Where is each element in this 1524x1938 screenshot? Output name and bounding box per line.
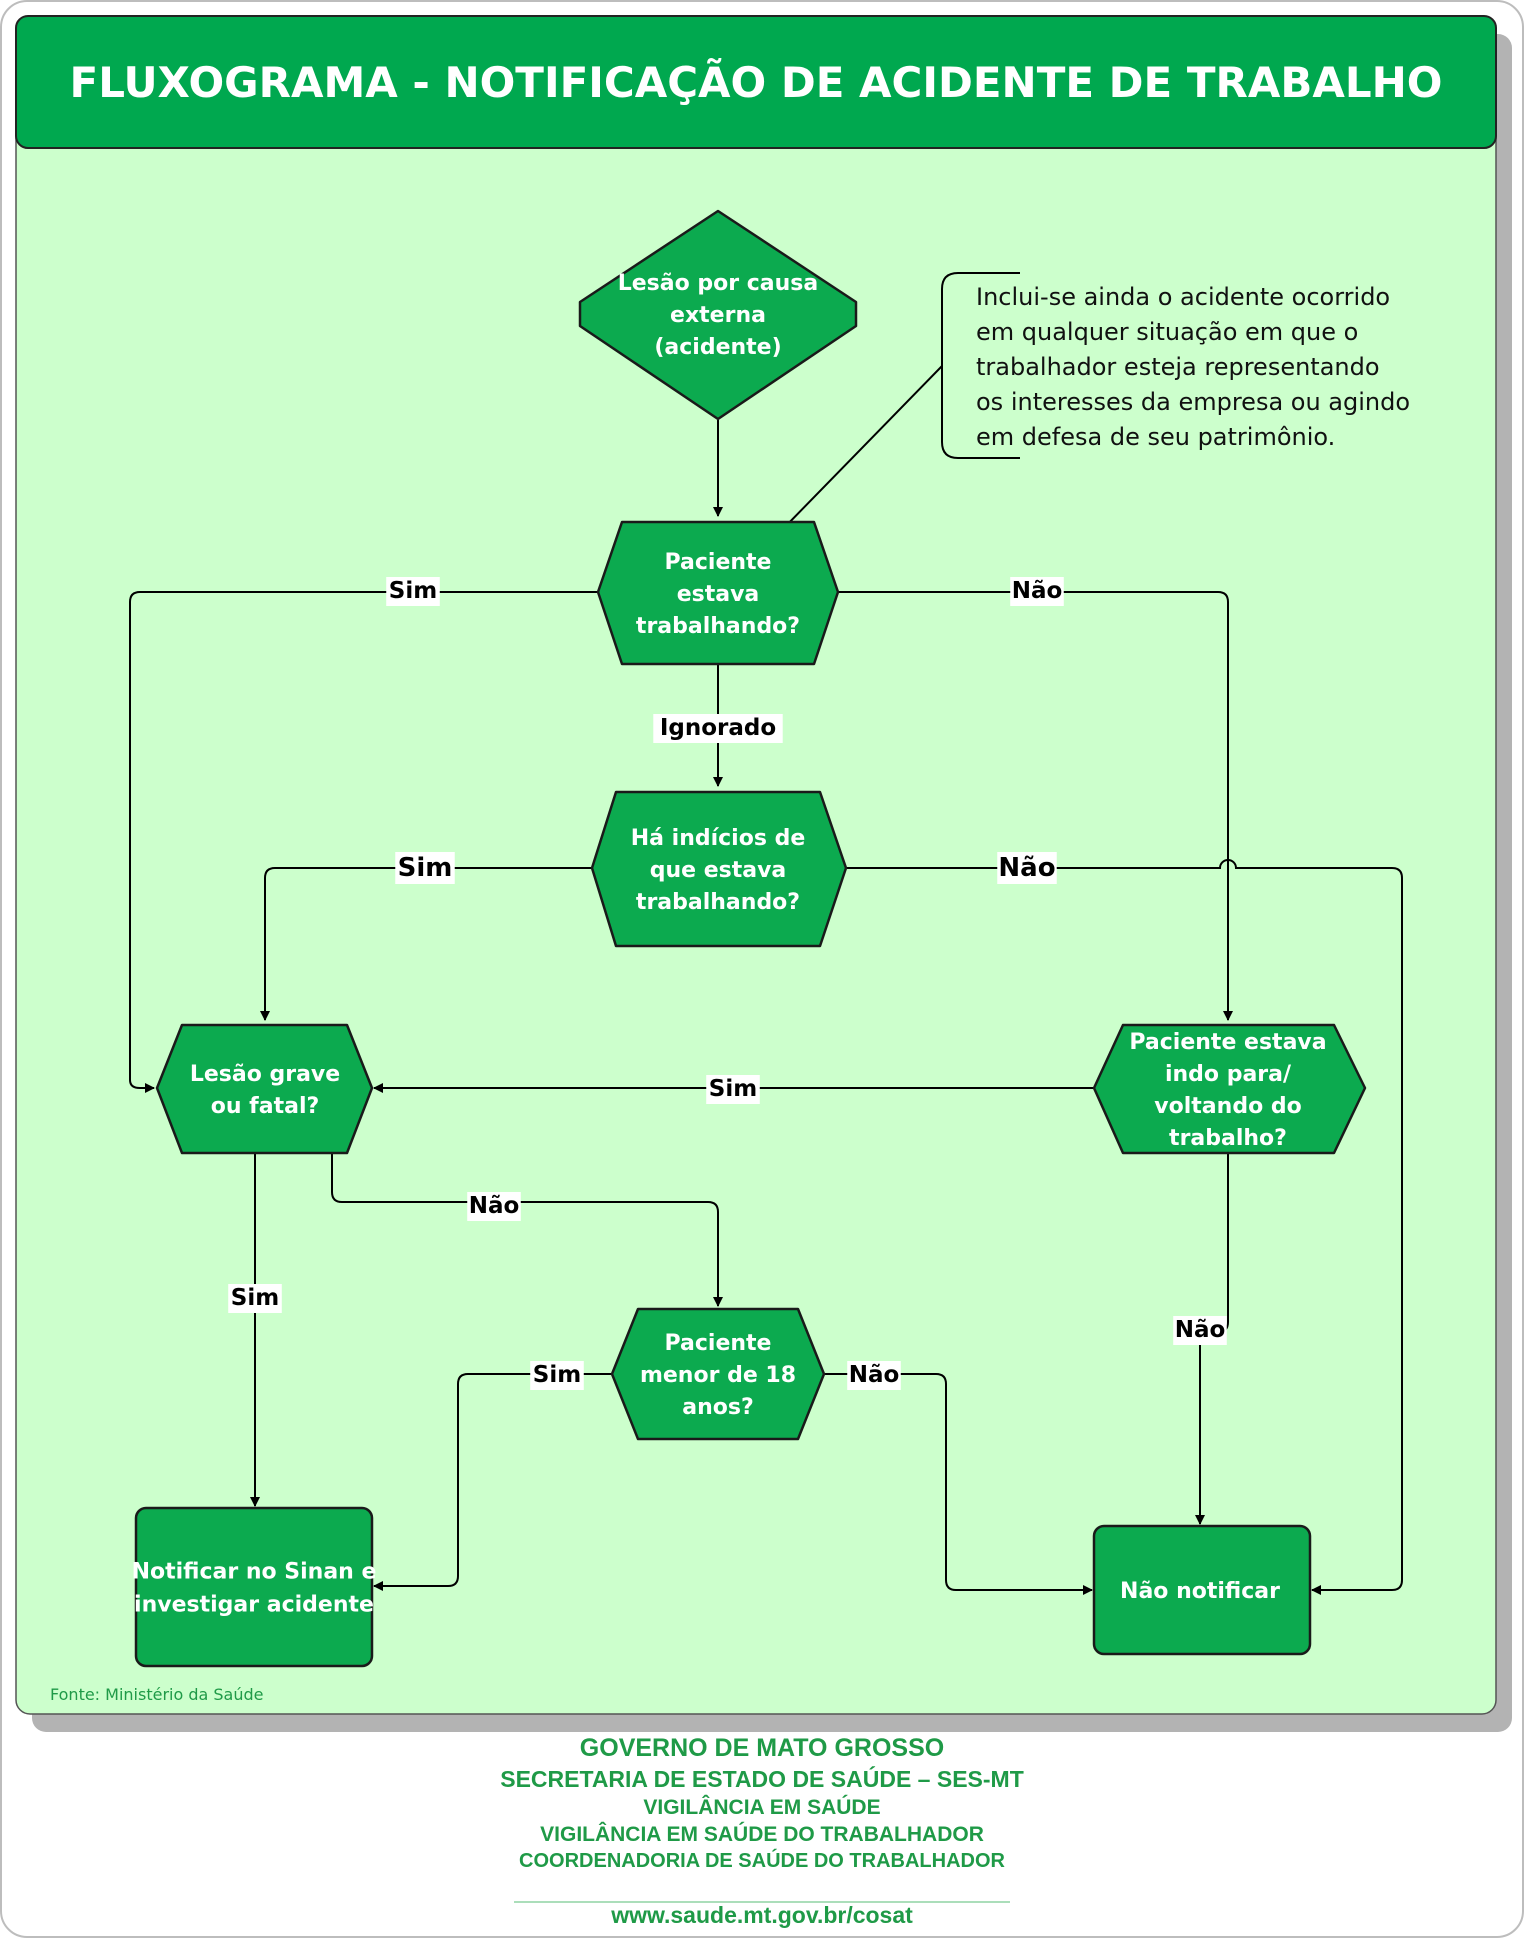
edge-n2-nao <box>838 591 1233 1021</box>
edge-label-bg <box>1173 1316 1227 1345</box>
node-label-lesao-externa-line: Lesão por causa <box>618 271 819 296</box>
node-action-nao-notificar <box>1092 1524 1312 1656</box>
note-line: trabalhador esteja representando <box>976 353 1380 381</box>
edge-n3-nao <box>846 859 1403 1595</box>
edge-label-bg <box>386 577 440 606</box>
edge-label-n3-sim: Sim <box>398 853 453 883</box>
node-label-nao-notificar: Não notificar <box>1120 1579 1280 1604</box>
edge-label-n4-nao: Não <box>469 1193 520 1219</box>
node-label-paciente-trabalhando-line: estava <box>677 582 760 607</box>
node-label-menor-18-line: Paciente <box>665 1331 772 1356</box>
node-label-lesao-externa-line: externa <box>670 303 766 328</box>
node-label-trajeto-line: voltando do <box>1154 1094 1301 1119</box>
edge-label-n3-nao: Não <box>998 853 1055 883</box>
node-label-trajeto-line: trabalho? <box>1169 1126 1287 1151</box>
note-line: Inclui-se ainda o acidente ocorrido <box>976 283 1390 311</box>
node-label-lesao-grave-line: ou fatal? <box>211 1094 320 1119</box>
node-label-lesao-grave-line: Lesão grave <box>190 1062 340 1087</box>
node-label-menor-18: Paciente menor de 18 anos? <box>640 1331 796 1420</box>
edge-label-bg <box>706 1075 760 1104</box>
node-label-indicios-line: trabalhando? <box>636 890 800 915</box>
node-decision-lesao-grave <box>155 1023 374 1155</box>
node-label-lesao-externa: Lesão por causa externa (acidente) <box>618 271 819 360</box>
note-line: os interesses da empresa ou agindo <box>976 388 1410 416</box>
edge-label-bg <box>1010 577 1064 606</box>
footer-line-2: SECRETARIA DE ESTADO DE SAÚDE – SES-MT <box>500 1766 1024 1792</box>
edge-label-n5-sim: Sim <box>709 1076 757 1102</box>
node-label-trajeto: Paciente estava indo para/voltando do trab… <box>1129 1030 1326 1151</box>
node-label-trajeto-line: Paciente estava <box>1129 1030 1326 1055</box>
edge-n6-nao <box>824 1373 1093 1595</box>
edge-label-bg <box>847 1361 901 1390</box>
edge-n2-sim <box>129 591 598 1093</box>
node-label-lesao-grave: Lesão grave ou fatal? <box>190 1062 340 1119</box>
edge-label-bg <box>530 1361 584 1390</box>
note-leader-line <box>779 365 943 533</box>
node-label-paciente-trabalhando-line: Paciente <box>665 550 772 575</box>
page-title: FLUXOGRAMA - NOTIFICAÇÃO DE ACIDENTE DE … <box>70 57 1443 107</box>
edge-label-n2-sim: Sim <box>389 578 437 604</box>
header-bar <box>15 15 1497 149</box>
edge-label-n2-ignorado: Ignorado <box>660 715 776 741</box>
node-decision-indicios-trabalhando <box>590 790 848 948</box>
source-note: Fonte: Ministério da Saúde <box>50 1685 264 1704</box>
node-label-menor-18-line: menor de 18 <box>640 1363 796 1388</box>
edge-label-n5-nao: Não <box>1175 1317 1226 1343</box>
footer-line-4: VIGILÂNCIA EM SAÚDE DO TRABALHADOR <box>540 1823 984 1846</box>
note-line: em defesa de seu patrimônio. <box>976 423 1335 451</box>
edge-label-bg <box>395 852 455 884</box>
node-action-notificar-sinan <box>134 1506 374 1668</box>
note-line: em qualquer situação em que o <box>976 318 1358 346</box>
edge-label-n4-sim: Sim <box>231 1285 279 1311</box>
node-label-indicios-line: Há indícios de <box>631 826 806 851</box>
footer-url-link[interactable]: www.saude.mt.gov.br/cosat <box>611 1902 913 1928</box>
footer-line-3: VIGILÂNCIA EM SAÚDE <box>643 1796 881 1819</box>
node-label-lesao-externa-line: (acidente) <box>654 335 781 360</box>
edge-label-bg <box>228 1284 282 1313</box>
edge-label-n6-sim: Sim <box>533 1362 581 1388</box>
node-decision-lesao-externa <box>578 209 858 421</box>
node-label-paciente-trabalhando-line: trabalhando? <box>636 614 800 639</box>
edge-n4-nao <box>330 1152 723 1307</box>
node-label-trajeto-line: indo para/ <box>1165 1062 1292 1087</box>
node-label-nao-notificar-line: Não notificar <box>1120 1579 1280 1604</box>
edge-label-bg <box>997 852 1057 884</box>
edge-label-n6-nao: Não <box>849 1362 900 1388</box>
node-label-indicios: Há indícios de que estava trabalhando? <box>631 826 806 915</box>
node-label-indicios-line: que estava <box>650 858 787 883</box>
edge-label-bg <box>467 1192 521 1221</box>
edge-label-n2-nao: Não <box>1012 578 1063 604</box>
node-label-notificar-line: investigar acidente <box>134 1593 374 1618</box>
note-bracket <box>941 272 1020 459</box>
node-label-notificar-line: Notificar no Sinan e <box>132 1560 377 1585</box>
footer-line-1: GOVERNO DE MATO GROSSO <box>579 1734 945 1762</box>
node-label-notificar: Notificar no Sinan e investigar acidente <box>132 1560 377 1618</box>
note-text: Inclui-se ainda o acidente ocorrido em qu… <box>976 283 1410 451</box>
edge-n6-sim <box>373 1373 612 1591</box>
node-decision-paciente-trabalhando <box>596 520 840 666</box>
node-decision-trajeto-trabalho <box>1092 1023 1367 1155</box>
node-decision-menor-18 <box>610 1307 826 1441</box>
edge-label-bg <box>653 714 783 743</box>
edge-n3-sim <box>260 867 592 1021</box>
node-label-paciente-trabalhando: Paciente estava trabalhando? <box>636 550 800 639</box>
footer-line-5: COORDENADORIA DE SAÚDE DO TRABALHADOR <box>519 1850 1005 1872</box>
node-label-menor-18-line: anos? <box>682 1395 753 1420</box>
